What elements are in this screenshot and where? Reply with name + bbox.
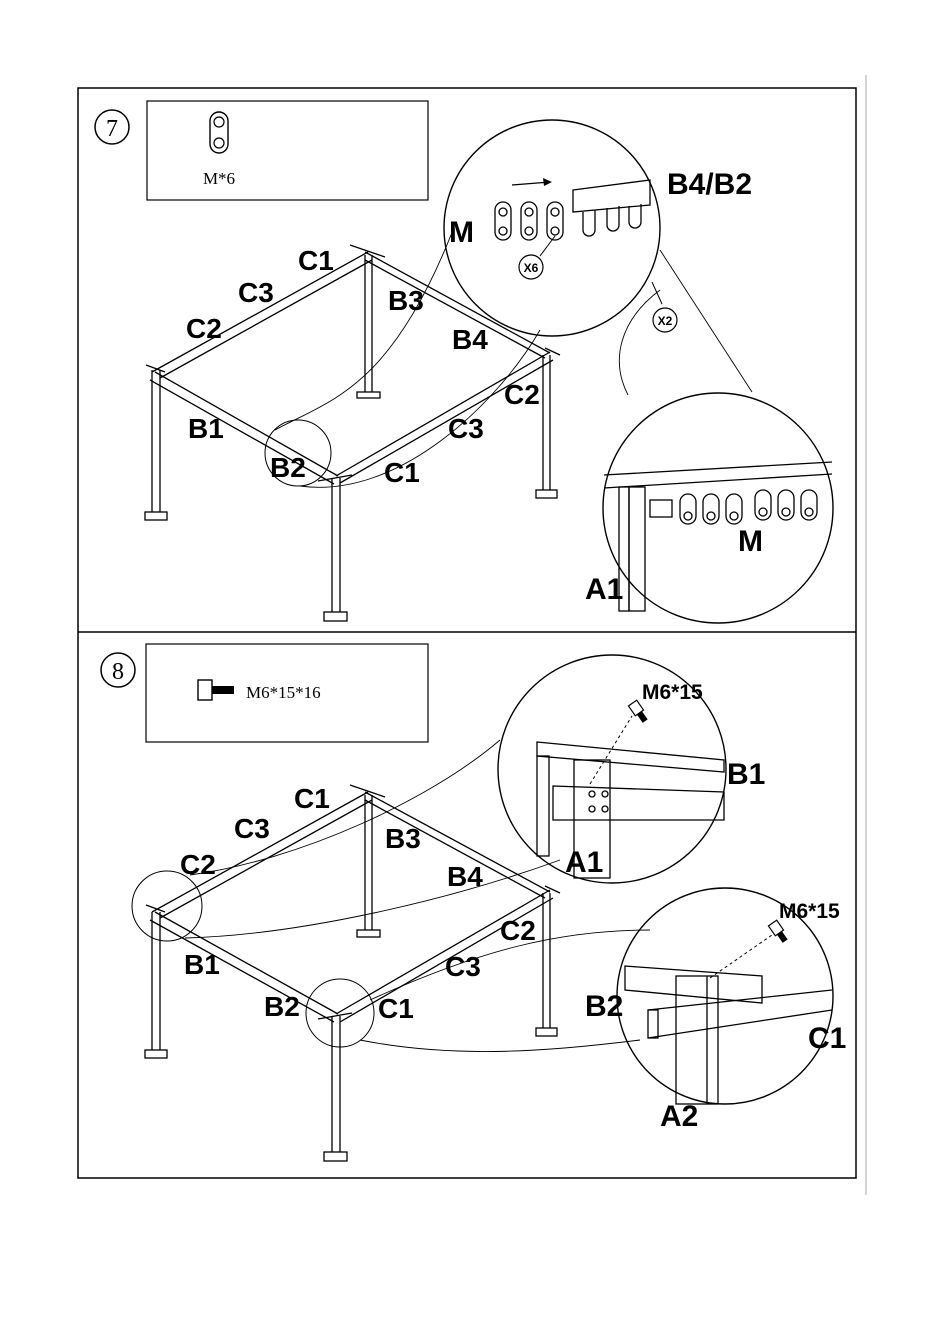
detail-bolt-label-1: M6*15 <box>642 681 703 704</box>
label-b4: B4 <box>452 324 488 355</box>
detail-label-m: M <box>449 216 474 249</box>
detail-clips-on-beam: M A1 <box>585 393 833 623</box>
bolt-icon <box>198 680 234 700</box>
label-b1-s8: B1 <box>184 949 220 980</box>
qty-x6: X6 <box>524 261 539 275</box>
label-c2-left-s8: C2 <box>180 849 216 880</box>
step-7-parts-box <box>147 101 428 200</box>
step-7-number: 7 <box>106 116 118 142</box>
detail-label-a1: A1 <box>585 573 623 606</box>
bolt-m6-icon-2 <box>768 920 789 944</box>
label-c1-front: C1 <box>384 457 420 488</box>
label-b1: B1 <box>188 413 224 444</box>
detail-clip-insertion: X6 M B4/B2 X2 <box>444 120 752 336</box>
label-b3-s8: B3 <box>385 823 421 854</box>
label-c2-right: C2 <box>504 379 540 410</box>
clip-m-icon <box>210 112 228 153</box>
label-b2: B2 <box>270 452 306 483</box>
detail-label-a1-s8: A1 <box>565 846 603 879</box>
label-c2-left: C2 <box>186 313 222 344</box>
detail-label-c1-s8: C1 <box>808 1022 846 1055</box>
label-b2-s8: B2 <box>264 991 300 1022</box>
qty-x2: X2 <box>658 314 673 328</box>
detail-bolt-b2-c1-a2: M6*15 B2 C1 A2 <box>585 888 846 1133</box>
detail-label-b2-s8: B2 <box>585 990 623 1023</box>
label-c2-right-s8: C2 <box>500 915 536 946</box>
label-c1-front-s8: C1 <box>378 993 414 1024</box>
label-c1: C1 <box>298 245 334 276</box>
step-8-number: 8 <box>112 659 124 685</box>
step-8-part-label: M6*15*16 <box>246 683 321 702</box>
label-c3: C3 <box>238 277 274 308</box>
label-c3-front-s8: C3 <box>445 951 481 982</box>
step-8: 8 M6*15*16 <box>101 644 846 1161</box>
step-7-part-label: M*6 <box>203 169 235 188</box>
detail-label-b4b2: B4/B2 <box>667 168 752 201</box>
step-7: 7 M*6 <box>95 101 833 623</box>
label-b3: B3 <box>388 285 424 316</box>
detail-bolt-b1-a1: M6*15 B1 A1 <box>498 655 765 883</box>
detail-label-b1: B1 <box>727 758 765 791</box>
label-c1-s8: C1 <box>294 783 330 814</box>
frame-labels-step-7: C1 C3 C2 B3 B4 C2 B1 C3 B2 C1 <box>186 245 540 488</box>
detail-label-a2: A2 <box>660 1100 698 1133</box>
page-border <box>78 88 856 1178</box>
frame-labels-step-8: C1 C3 C2 B3 B4 C2 B1 C3 B2 C1 <box>180 783 536 1024</box>
label-c3-s8: C3 <box>234 813 270 844</box>
label-c3-front: C3 <box>448 413 484 444</box>
detail-label-m-2: M <box>738 525 763 558</box>
detail-bolt-label-2: M6*15 <box>779 900 840 923</box>
label-b4-s8: B4 <box>447 861 483 892</box>
